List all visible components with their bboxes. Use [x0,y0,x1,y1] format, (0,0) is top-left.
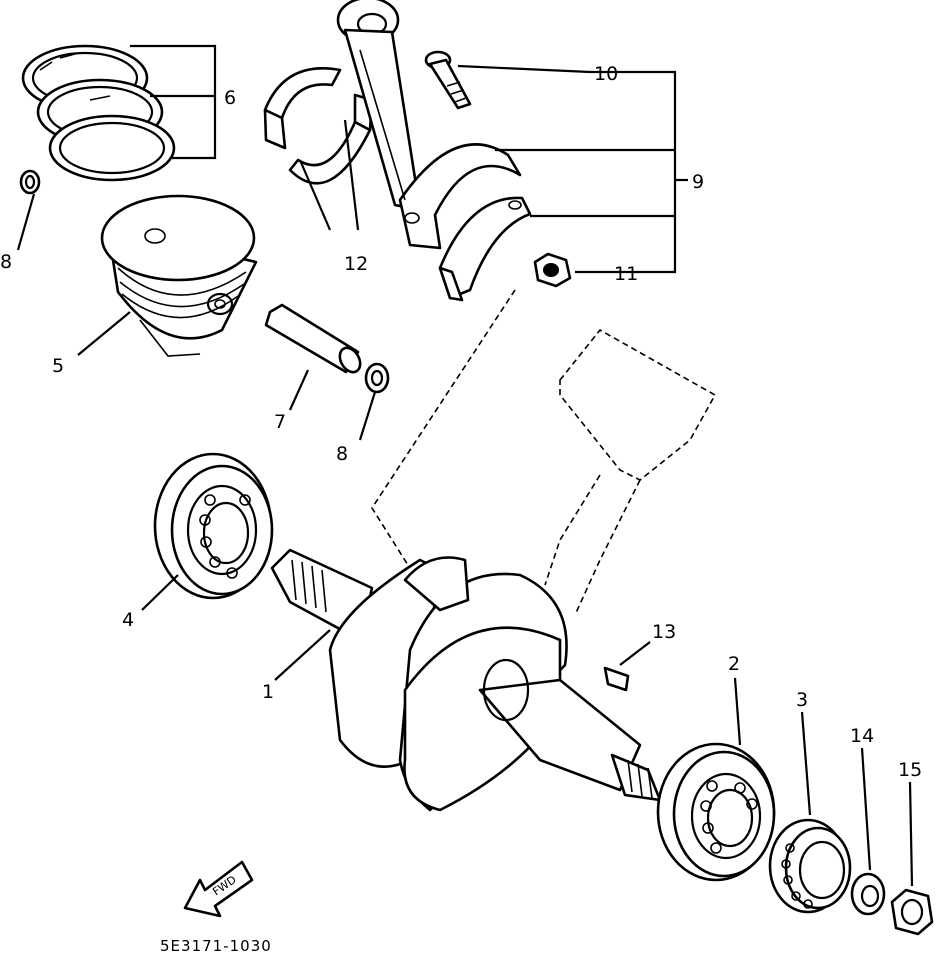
main-bearing-right [656,742,776,882]
crankshaft [270,548,662,812]
drawing-code: 5E3171-1030 [160,937,272,955]
callout-4: 4 [122,609,134,631]
main-bearing-left [153,452,274,600]
connecting-rod [336,0,522,250]
leader-lines [16,44,914,887]
callout-5: 5 [52,355,64,377]
woodruff-key [603,666,630,692]
callout-10: 10 [594,63,618,85]
rod-nut [533,252,572,288]
rod-cap [438,196,532,302]
rod-bolt [424,50,472,110]
flange-nut [890,888,934,936]
callout-8-right: 8 [336,443,348,465]
forward-arrow-icon: FWD [183,860,254,918]
callout-11: 11 [614,263,638,285]
callout-15: 15 [898,759,922,781]
lower-bearing-shell [288,93,374,185]
piston [100,194,258,357]
callout-3: 3 [796,689,808,711]
callout-14: 14 [850,725,874,747]
callout-13: 13 [652,621,676,643]
piston-rings [21,44,176,182]
callout-8-left: 8 [0,251,12,273]
circlip-right [364,362,390,394]
upper-bearing-shell [263,67,342,150]
callouts: 1 2 3 4 5 6 7 8 8 9 10 11 12 13 14 15 [0,63,922,781]
washer [850,872,886,916]
callout-7: 7 [274,411,286,433]
circlip-left [19,169,41,195]
callout-6: 6 [224,87,236,109]
callout-12: 12 [344,253,368,275]
callout-1: 1 [262,681,274,703]
needle-bearing [768,818,852,914]
piston-pin [264,303,362,374]
callout-9: 9 [692,171,704,193]
callout-2: 2 [728,653,740,675]
